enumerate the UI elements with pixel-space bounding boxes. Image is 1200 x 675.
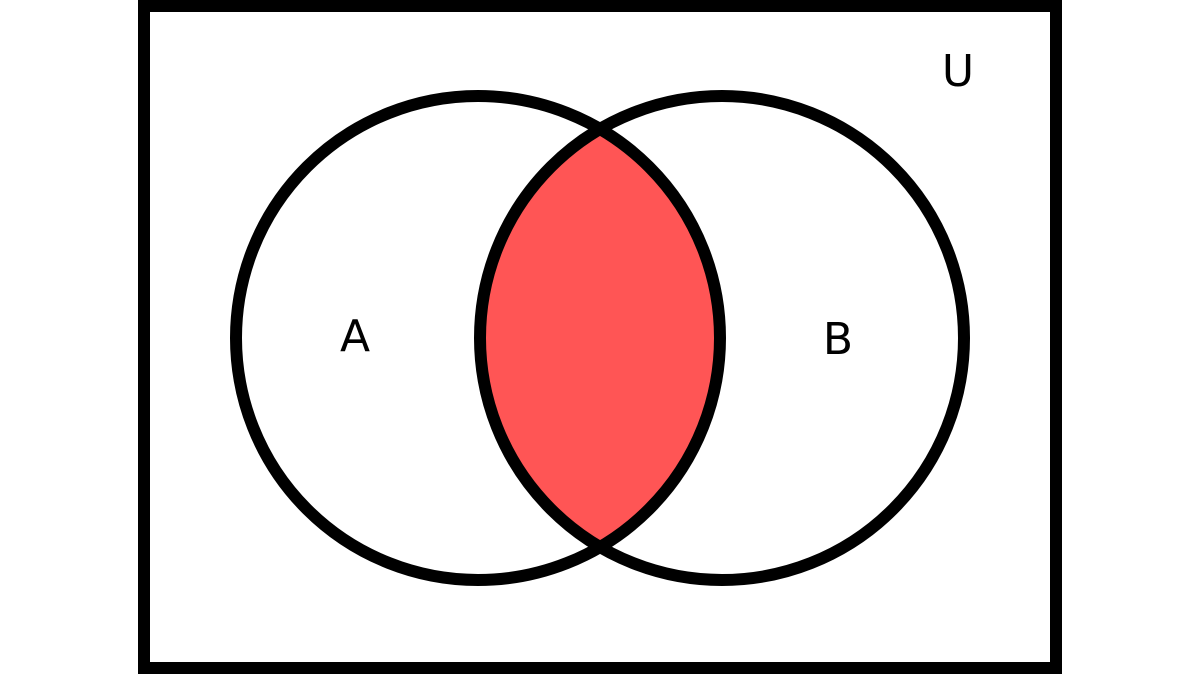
intersection-region <box>480 96 720 580</box>
universe-label: U <box>942 46 974 97</box>
set-b-label: B <box>823 314 853 365</box>
set-b-circle <box>474 90 970 586</box>
set-a-label: A <box>340 311 370 362</box>
set-a-circle <box>230 90 726 586</box>
